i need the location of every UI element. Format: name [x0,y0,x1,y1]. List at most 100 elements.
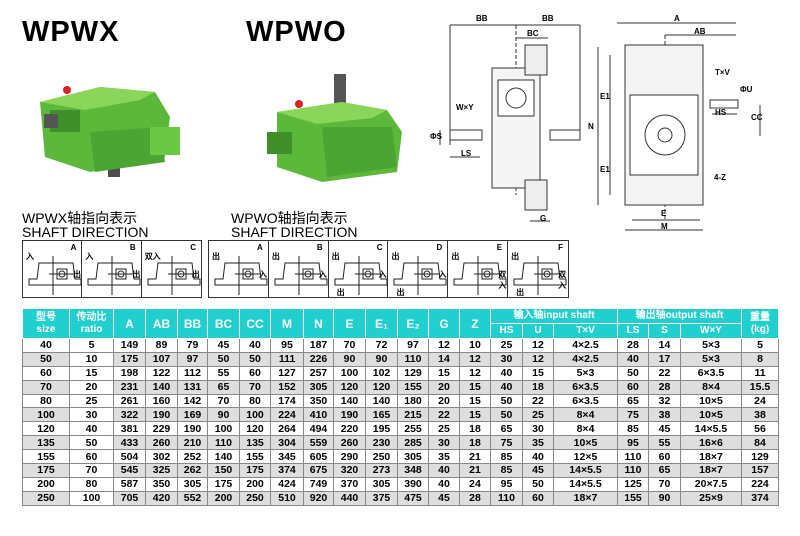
direction-label: 入 [378,270,387,279]
table-cell: 250 [239,490,271,506]
table-cell: 45 [207,338,240,353]
table-cell: 65 [490,421,523,437]
table-cell: 95 [490,476,523,492]
direction-label: 出 [451,252,460,261]
table-cell: 10 [69,351,114,367]
table-cell: 160 [145,393,178,409]
table-cell: 5 [69,338,114,353]
table-cell: 60 [69,449,114,465]
table-cell: 305 [397,449,429,465]
table-cell: 14 [648,338,681,353]
table-cell: 305 [177,476,208,492]
table-cell: 559 [303,435,334,451]
table-cell: 494 [303,421,334,437]
table-cell: 302 [145,449,178,465]
table-cell: 70 [22,379,70,395]
table-cell: 40 [428,463,460,478]
table-cell: 155 [617,490,649,506]
table-cell: 97 [177,351,208,367]
table-cell: 65 [648,463,681,478]
direction-label: 出 [132,270,141,279]
table-cell: 65 [617,393,649,409]
table-cell: 18 [522,379,554,395]
table-cell: 587 [113,476,146,492]
table-cell: 110 [490,490,523,506]
direction-letter: A [257,243,263,252]
gearbox-outline-icon [513,256,567,295]
direction-letter: A [70,243,77,252]
table-cell: 200 [22,476,70,492]
direction-label: 出 [396,288,405,297]
header-weight: 重量(kg) [741,308,779,339]
table-cell: 18×7 [680,449,742,465]
table-cell: 157 [741,463,779,478]
header-input-col: U [522,323,554,339]
direction-label: 入 [26,252,34,261]
table-cell: 60 [522,490,554,506]
header-dim: E [333,308,366,339]
table-cell: 110 [207,435,240,451]
table-cell: 8×4 [553,421,618,437]
header-dim: BC [207,308,240,339]
header-ratio-cn: 传动比 [76,311,107,323]
table-cell: 135 [22,435,70,451]
gearbox-outline-icon [274,256,328,295]
table-cell: 85 [617,421,649,437]
table-cell: 375 [365,490,398,506]
table-cell: 175 [239,463,271,478]
table-cell: 40 [490,379,523,395]
table-cell: 30 [490,351,523,367]
wpwx-gearbox-image [40,86,180,177]
label-wxy: W×Y [456,103,474,112]
table-cell: 5×3 [553,365,618,381]
direction-letter: E [496,243,503,252]
table-cell: 12 [522,351,554,367]
table-cell: 14×5.5 [680,421,742,437]
table-cell: 60 [22,365,70,381]
table-cell: 200 [207,490,240,506]
table-cell: 15 [428,365,460,381]
table-cell: 11 [741,365,779,381]
label-ls: LS [461,149,472,158]
table-cell: 70 [239,379,271,395]
table-cell: 8 [741,351,779,367]
table-cell: 285 [397,435,429,451]
table-cell: 165 [365,407,398,423]
direction-letter: D [436,243,443,252]
wpwo-title: WPWO [246,16,347,48]
direction-label: 出 [336,288,345,297]
table-cell: 25 [428,421,460,437]
table-cell: 475 [397,490,429,506]
header-dim: N [303,308,334,339]
header-output-col: LS [617,323,649,339]
table-cell: 110 [617,449,649,465]
table-cell: 273 [365,463,398,478]
table-cell: 100 [239,407,271,423]
table-cell: 40 [522,449,554,465]
table-cell: 28 [459,490,491,506]
table-cell: 198 [113,365,146,381]
table-cell: 60 [617,379,649,395]
label-bc: BC [527,29,539,38]
table-cell: 190 [177,421,208,437]
table-cell: 90 [333,351,366,367]
table-cell: 20 [428,379,460,395]
table-cell: 200 [239,476,271,492]
table-cell: 90 [648,490,681,506]
table-cell: 35 [428,449,460,465]
table-cell: 84 [741,435,779,451]
wpwx-direction-title-cn: WPWX轴指向表示 [22,210,138,226]
table-cell: 305 [303,379,334,395]
table-cell: 350 [303,393,334,409]
label-cc: CC [751,113,763,122]
direction-label: 双入 [498,270,507,290]
table-cell: 50 [490,393,523,409]
